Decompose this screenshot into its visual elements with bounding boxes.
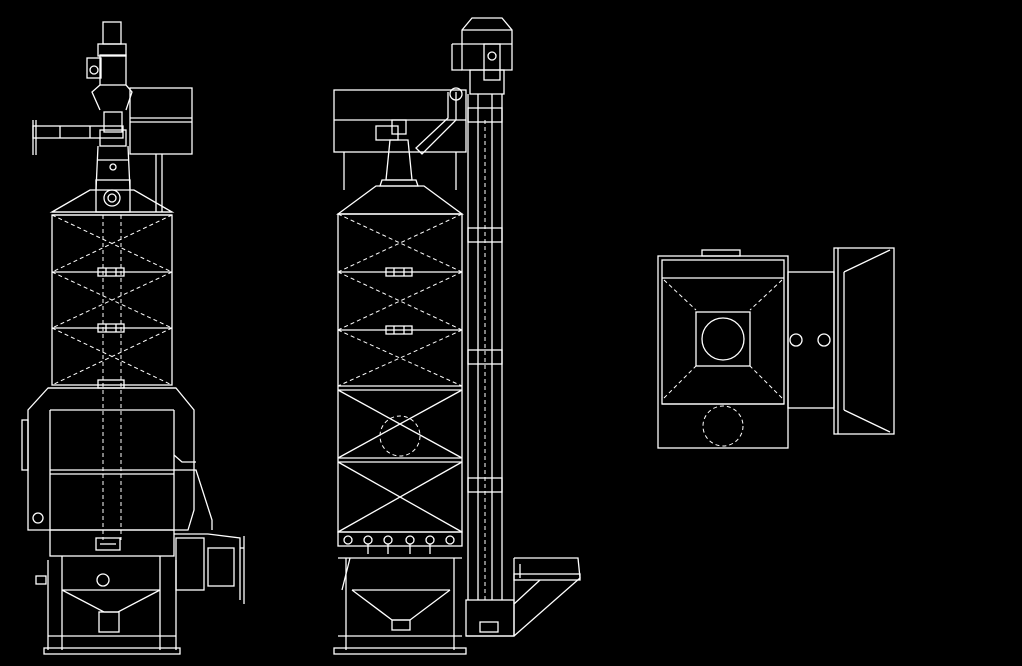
front-view <box>333 17 581 655</box>
front-view-elevator-column <box>467 94 503 600</box>
front-view-roof <box>336 185 464 215</box>
side-view-conveyor <box>32 120 124 155</box>
side-view <box>21 21 245 655</box>
top-view-connector <box>787 271 835 409</box>
front-view-elevator-head <box>451 17 513 95</box>
front-view-intake-hopper <box>465 557 581 637</box>
side-view-base <box>43 556 181 655</box>
front-view-fan-box <box>333 87 467 155</box>
top-view-tower-outline <box>657 255 789 449</box>
top-view-top-lid <box>701 249 741 257</box>
top-view-discharge-circle <box>702 405 744 447</box>
front-view-distributor <box>385 139 413 181</box>
side-view-roof <box>49 189 175 213</box>
front-view-tower <box>337 213 463 533</box>
side-view-tower <box>51 214 173 540</box>
front-view-base <box>333 558 467 655</box>
side-view-control-box <box>129 87 193 212</box>
front-view-discharge-rollers <box>337 531 463 591</box>
side-view-drive-unit <box>86 21 133 147</box>
top-view <box>657 247 895 449</box>
side-view-discharge <box>35 529 245 604</box>
side-view-drying-section <box>21 387 213 531</box>
top-view-hopper-lines <box>662 277 784 405</box>
side-view-elevator-head <box>95 145 131 213</box>
top-view-center-opening <box>695 311 751 367</box>
top-view-intake-hopper <box>833 247 895 435</box>
